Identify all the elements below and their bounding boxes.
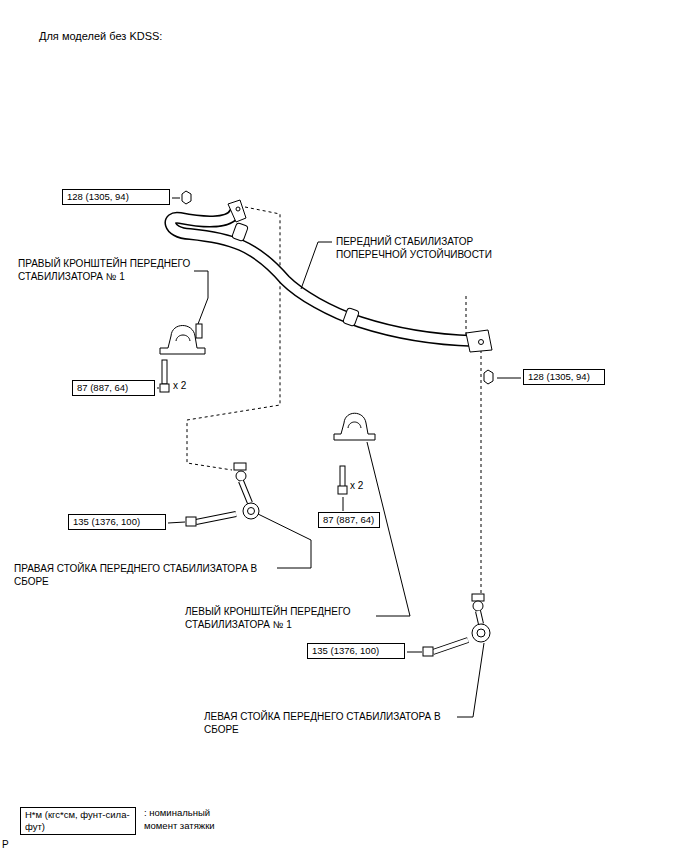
nut xyxy=(182,191,191,204)
leader-line xyxy=(157,198,521,717)
stabilizer-link xyxy=(423,594,490,656)
torque-value: 135 (1376, 100) xyxy=(312,645,379,657)
nut xyxy=(484,370,493,384)
bolt xyxy=(338,466,347,494)
torque-value: 135 (1376, 100) xyxy=(73,516,140,528)
torque-value: 128 (1305, 94) xyxy=(67,191,129,203)
torque-box: 87 (887, 64) xyxy=(72,380,155,396)
bolt xyxy=(160,360,169,392)
assembly-line xyxy=(187,207,481,596)
torque-box: 87 (887, 64) xyxy=(318,512,380,528)
stabilizer-bar xyxy=(171,200,492,352)
torque-box: 135 (1376, 100) xyxy=(307,643,405,659)
stabilizer-link xyxy=(186,463,259,526)
part-name: ПЕРЕДНИЙ СТАБИЛИЗАТОР ПОПЕРЕЧНОЙ УСТОЙЧИ… xyxy=(336,235,516,261)
part-name: ЛЕВАЯ СТОЙКА ПЕРЕДНЕГО СТАБИЛИЗАТОРА В С… xyxy=(204,710,456,736)
title: Для моделей без KDSS: xyxy=(39,30,162,42)
torque-box: 135 (1376, 100) xyxy=(68,514,166,530)
torque-value: 128 (1305, 94) xyxy=(528,371,590,383)
torque-value: 87 (887, 64) xyxy=(323,514,374,526)
part-name: ПРАВЫЙ КРОНШТЕЙН ПЕРЕДНЕГО СТАБИЛИЗАТОРА… xyxy=(18,257,198,283)
bracket xyxy=(160,324,205,354)
part-name: ПРАВАЯ СТОЙКА ПЕРЕДНЕГО СТАБИЛИЗАТОРА В … xyxy=(14,562,276,588)
legend-box: Н*м (кгс*см, фунт-сила-фут) xyxy=(20,807,136,835)
torque-box: 128 (1305, 94) xyxy=(62,189,170,205)
torque-value: Н*м (кгс*см, фунт-сила-фут) xyxy=(25,809,131,833)
torque-box: 128 (1305, 94) xyxy=(523,369,605,385)
page-mark: P xyxy=(2,838,22,851)
bracket xyxy=(334,413,375,440)
quantity: x 2 xyxy=(350,479,380,492)
part-name: ЛЕВЫЙ КРОНШТЕЙН ПЕРЕДНЕГО СТАБИЛИЗАТОРА … xyxy=(185,605,375,631)
legend-text: : номинальный момент затяжки xyxy=(144,806,236,832)
quantity: x 2 xyxy=(173,379,203,392)
torque-value: 87 (887, 64) xyxy=(77,382,128,394)
